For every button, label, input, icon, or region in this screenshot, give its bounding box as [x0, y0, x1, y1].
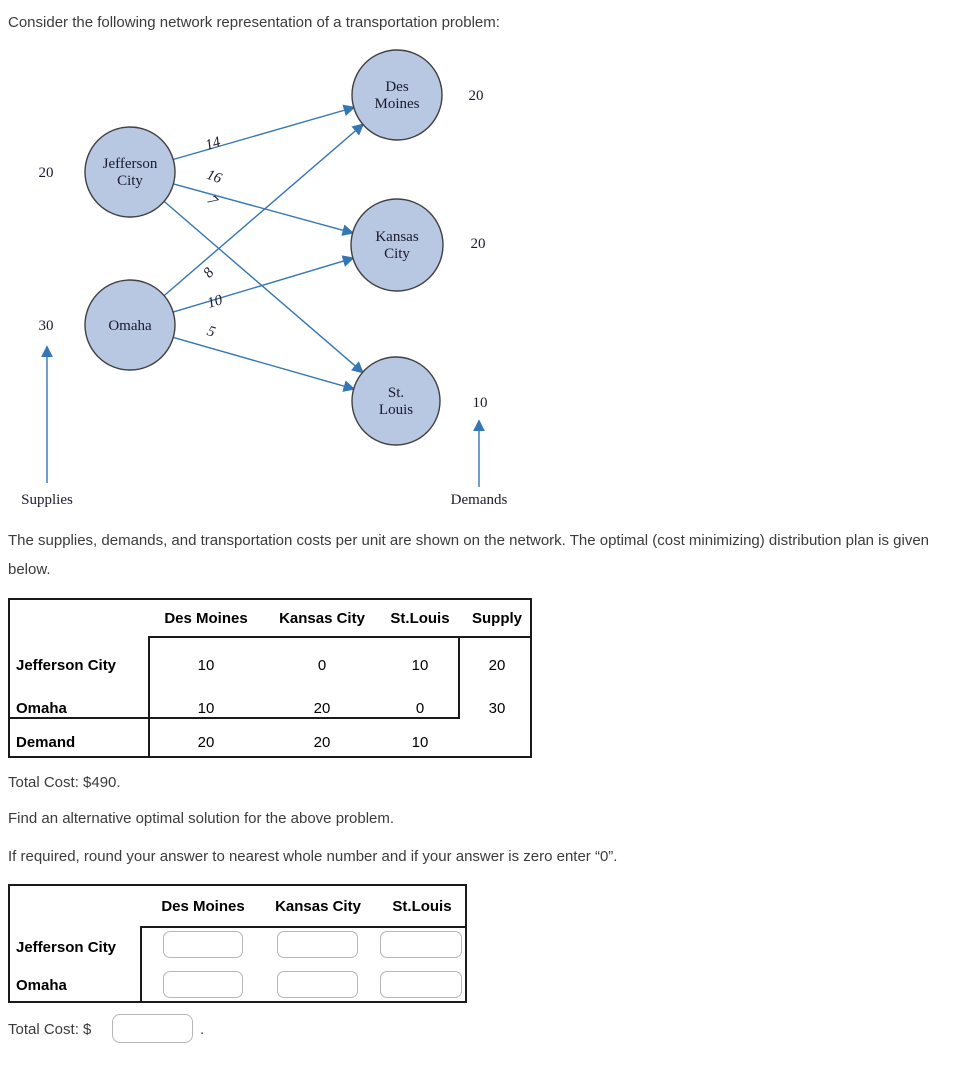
node-des-moines: [351, 49, 443, 141]
demand-st-louis: 10: [473, 395, 488, 411]
total-cost-given-text: Total Cost: $490.: [8, 774, 121, 791]
quantity-labels: 20 30 20 20 10: [39, 88, 488, 411]
arc-omaha-stlouis: [173, 336, 356, 392]
kansas-city-label-line1: Kansas: [375, 229, 418, 245]
intro-text: Consider the following network represent…: [8, 14, 500, 31]
demand-kansas-city: 20: [471, 236, 486, 252]
answer-table: Des Moines Kansas City St.Louis Jefferso…: [8, 884, 467, 1003]
table1-demand-st-louis: 10: [411, 733, 429, 751]
table2-row-label-jefferson-city: Jefferson City: [16, 938, 117, 956]
answer-input-omaha-kansas-city[interactable]: [277, 971, 358, 998]
arc-lines: [41, 104, 485, 487]
table2-header-des-moines: Des Moines: [161, 897, 245, 915]
arc-jefferson-stlouis: [163, 200, 364, 374]
st-louis-label-line1: St.: [388, 385, 404, 401]
table1-value-jefferson-st-louis: 10: [411, 656, 429, 674]
table1-row-label-omaha: Omaha: [16, 699, 67, 717]
arc-omaha-kansascity: [172, 255, 355, 313]
rounding-instruction-text: If required, round your answer to neares…: [8, 848, 618, 865]
nodes: [84, 49, 444, 446]
omaha-label: Omaha: [108, 318, 152, 334]
table2-row-label-omaha: Omaha: [16, 976, 67, 994]
cost-omaha-kansascity: 10: [205, 292, 225, 312]
arc-jefferson-kansascity: [173, 183, 355, 236]
table2-header-st-louis: St.Louis: [392, 897, 452, 915]
table1-header-underline: [148, 636, 530, 638]
table2-header-underline: [140, 926, 465, 928]
node-omaha: [84, 279, 176, 371]
answer-input-jefferson-st-louis[interactable]: [380, 931, 462, 958]
answer-input-omaha-st-louis[interactable]: [380, 971, 462, 998]
cost-jefferson-kansascity: 16: [204, 167, 224, 187]
total-cost-answer-label: Total Cost: $: [8, 1021, 92, 1038]
des-moines-label-line2: Moines: [375, 96, 420, 112]
network-diagram: Jefferson City Omaha Des Moines Kansas C…: [21, 49, 507, 508]
table1-demand-divider: [10, 717, 460, 719]
table1-value-omaha-kansas-city: 20: [313, 699, 331, 717]
jefferson-city-label-line1: Jefferson: [103, 156, 158, 172]
table1-demand-des-moines: 20: [197, 733, 215, 751]
kansas-city-label-line2: City: [384, 246, 410, 262]
cost-jefferson-desmoines: 14: [203, 134, 223, 154]
table1-label-divider: [148, 636, 150, 756]
table1-value-jefferson-des-moines: 10: [197, 656, 215, 674]
supply-jefferson-city: 20: [39, 165, 54, 181]
cost-omaha-stlouis: 5: [205, 323, 218, 341]
demands-caption: Demands: [451, 492, 508, 508]
table1-supply-omaha: 30: [488, 699, 506, 717]
total-cost-input[interactable]: [112, 1014, 193, 1043]
diagram-captions: Supplies Demands: [21, 492, 507, 508]
des-moines-label-line1: Des: [385, 79, 408, 95]
answer-input-omaha-des-moines[interactable]: [163, 971, 243, 998]
arc-jefferson-desmoines: [173, 104, 356, 161]
answer-input-jefferson-kansas-city[interactable]: [277, 931, 358, 958]
jefferson-city-label-line2: City: [117, 173, 143, 189]
description-text: The supplies, demands, and transportatio…: [8, 532, 930, 578]
table1-header-supply: Supply: [471, 609, 522, 627]
node-jefferson-city: [84, 126, 176, 218]
table1-row-label-demand: Demand: [16, 733, 76, 751]
table1-supply-divider: [458, 636, 460, 719]
answer-input-jefferson-des-moines[interactable]: [163, 931, 243, 958]
table1-header-st-louis: St.Louis: [390, 609, 450, 627]
total-cost-period: .: [200, 1021, 205, 1038]
table1-row-label-jefferson-city: Jefferson City: [16, 656, 117, 674]
demand-des-moines: 20: [469, 88, 484, 104]
table1-supply-jefferson: 20: [488, 656, 506, 674]
table1-demand-kansas-city: 20: [313, 733, 331, 751]
table1-header-des-moines: Des Moines: [164, 609, 248, 627]
st-louis-label-line2: Louis: [379, 402, 413, 418]
table2-header-kansas-city: Kansas City: [275, 897, 361, 915]
arc-omaha-desmoines: [163, 123, 365, 297]
supply-omaha: 30: [39, 318, 54, 334]
find-alternative-text: Find an alternative optimal solution for…: [8, 810, 395, 827]
node-st-louis: [351, 356, 441, 446]
node-kansas-city: [350, 198, 444, 292]
optimal-plan-table: Des Moines Kansas City St.Louis Supply J…: [8, 598, 532, 758]
table2-label-divider: [140, 926, 142, 1001]
cost-omaha-desmoines: 8: [200, 265, 217, 281]
table1-value-jefferson-kansas-city: 0: [317, 656, 327, 674]
table1-header-kansas-city: Kansas City: [279, 609, 365, 627]
table1-value-omaha-st-louis: 0: [415, 699, 425, 717]
node-labels: Jefferson City Omaha Des Moines Kansas C…: [103, 79, 420, 418]
table1-value-omaha-des-moines: 10: [197, 699, 215, 717]
arc-cost-labels: 14 16 7 8 10 5: [200, 134, 225, 341]
cost-jefferson-stlouis: 7: [204, 193, 222, 211]
supplies-caption: Supplies: [21, 492, 73, 508]
